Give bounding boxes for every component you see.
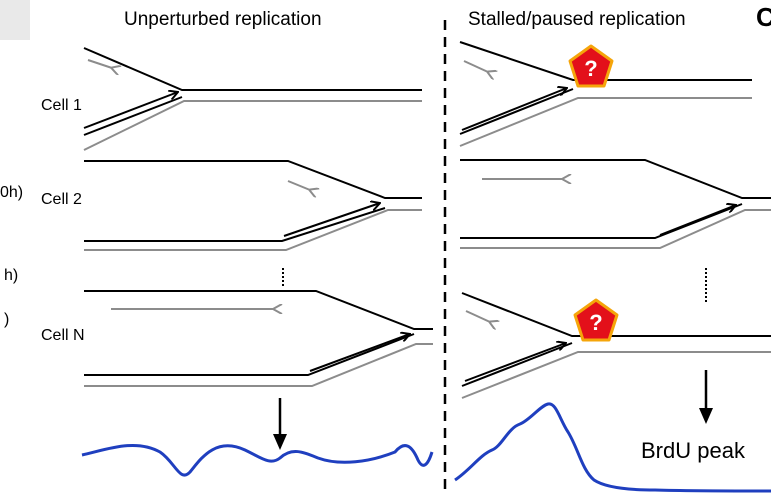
right-down-arrow bbox=[699, 370, 713, 424]
left-cell2-bottom-strand bbox=[84, 207, 386, 242]
right-cell1-bottom-strand bbox=[459, 88, 574, 135]
cell2-label: Cell 2 bbox=[41, 191, 82, 208]
left-cell2-fork bbox=[84, 160, 422, 251]
left-panel-title: Unperturbed replication bbox=[124, 9, 322, 30]
left-brdu-profile bbox=[81, 444, 434, 477]
right-cell2-new-strand bbox=[460, 209, 771, 249]
right-cell1-leading-arrow bbox=[461, 88, 567, 131]
right-celln-leading-arrow bbox=[464, 343, 566, 382]
stall-badge-bottom-label: ? bbox=[589, 310, 602, 335]
right-cell1-fork bbox=[459, 41, 752, 147]
left-cell2-new-strand bbox=[84, 209, 422, 251]
left-down-arrow bbox=[273, 398, 287, 450]
right-cell1-new-strand bbox=[459, 97, 752, 147]
right-panel-title: Stalled/paused replication bbox=[468, 9, 686, 30]
right-celln-fork bbox=[461, 292, 771, 399]
cell1-label: Cell 1 bbox=[41, 97, 82, 114]
right-celln-bottom-strand bbox=[461, 342, 573, 387]
stall-badge-top-label: ? bbox=[584, 56, 597, 81]
right-brdu-profile bbox=[454, 402, 771, 493]
left-cell1-top-strand bbox=[83, 47, 422, 91]
left-edge-fragment-a: 0h) bbox=[0, 184, 24, 201]
left-cell1-fork bbox=[83, 47, 422, 151]
left-cell2-leading-arrow bbox=[283, 203, 380, 237]
right-celln-lagging-arrow bbox=[465, 310, 490, 322]
panel-letter: C bbox=[756, 2, 771, 32]
left-cell2-top-strand bbox=[84, 160, 422, 199]
left-celln-leading-arrow bbox=[309, 334, 410, 372]
left-cell1-lagging-arrow bbox=[87, 59, 112, 68]
right-cell2-fork bbox=[460, 159, 771, 249]
left-edge-fragment-c: ) bbox=[4, 311, 10, 328]
stall-badge-bottom: ? bbox=[573, 298, 619, 342]
left-cell2-lagging-arrow bbox=[287, 180, 310, 190]
right-cell2-top-strand bbox=[460, 159, 771, 199]
right-celln-new-strand bbox=[461, 351, 771, 399]
left-celln-top-strand bbox=[84, 290, 433, 330]
left-celln-bottom-strand bbox=[84, 333, 415, 376]
celln-label: Cell N bbox=[41, 327, 85, 344]
left-celln-fork bbox=[84, 290, 433, 387]
right-cell1-top-strand bbox=[459, 41, 752, 81]
cropped-panel-corner bbox=[0, 0, 30, 40]
left-cell1-bottom-new-strand bbox=[83, 100, 422, 151]
left-cell1-leading-arrow bbox=[83, 92, 178, 129]
brdu-peak-label: BrdU peak bbox=[641, 438, 745, 463]
left-cell1-bottom-parent-strand bbox=[83, 96, 183, 136]
right-cell1-lagging-arrow bbox=[463, 60, 488, 72]
left-edge-fragment-b: h) bbox=[4, 267, 19, 284]
right-celln-top-strand bbox=[461, 292, 771, 337]
right-cell2-leading-arrow bbox=[659, 205, 736, 236]
left-celln-new-strand bbox=[84, 343, 433, 387]
stall-badge-top: ? bbox=[568, 44, 614, 88]
right-cell2-bottom-strand bbox=[460, 203, 743, 239]
